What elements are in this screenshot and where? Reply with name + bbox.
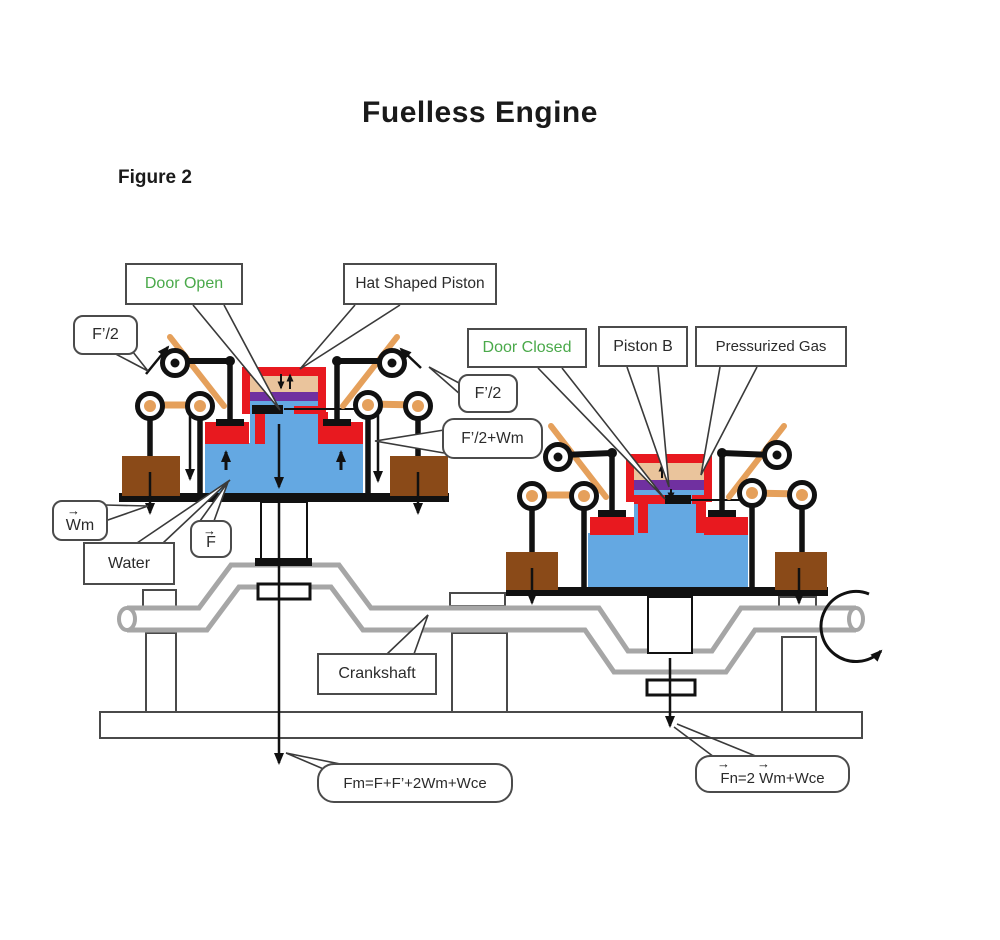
- crankshaft: [117, 562, 865, 675]
- crankshaft-label: Crankshaft: [317, 653, 437, 695]
- f-half-right-label: F’/2: [458, 374, 518, 413]
- right-mechanism: [506, 423, 828, 596]
- vector-arrow-icon: →: [757, 756, 770, 771]
- left-connecting-rod: [255, 501, 312, 601]
- fn-formula-label: → → Fn=2 Wm+Wce: [695, 755, 850, 793]
- pressurized-gas-label: Pressurized Gas: [695, 326, 847, 367]
- page-title: Fuelless Engine: [362, 96, 598, 129]
- wm-label: → Wm: [52, 500, 108, 541]
- supports: [142, 589, 817, 716]
- vector-arrow-icon: →: [203, 523, 216, 538]
- piston-b-label: Piston B: [598, 326, 688, 367]
- hat-shaped-piston-label: Hat Shaped Piston: [343, 263, 497, 305]
- callout-pointers: [104, 304, 759, 777]
- door-open-label: Door Open: [125, 263, 243, 305]
- f-half-left-label: F’/2: [73, 315, 138, 355]
- rotation-arrow-icon: [819, 590, 883, 663]
- tank-base-bar: [506, 587, 828, 596]
- door-closed-label: Door Closed: [467, 328, 587, 368]
- door-open-slider: [252, 405, 283, 414]
- figure-label: Figure 2: [118, 167, 192, 188]
- weight-block: [775, 552, 827, 590]
- vector-arrow-icon: →: [717, 756, 730, 771]
- f-half-plus-wm-label: F’/2+Wm: [442, 418, 543, 459]
- tank-base-bar: [119, 493, 449, 502]
- pulley-icon: [135, 348, 433, 421]
- fm-formula-label: Fm=F+F’+2Wm+Wce: [317, 763, 513, 803]
- base-platform: [99, 711, 863, 739]
- force-arrows: [145, 345, 804, 765]
- left-mechanism: [119, 334, 449, 502]
- water-label: Water: [83, 542, 175, 585]
- f-label: → F: [190, 520, 232, 558]
- door-closed-slider: [665, 495, 691, 504]
- vector-arrow-icon: →: [67, 503, 80, 518]
- pulley-icon: [517, 440, 817, 511]
